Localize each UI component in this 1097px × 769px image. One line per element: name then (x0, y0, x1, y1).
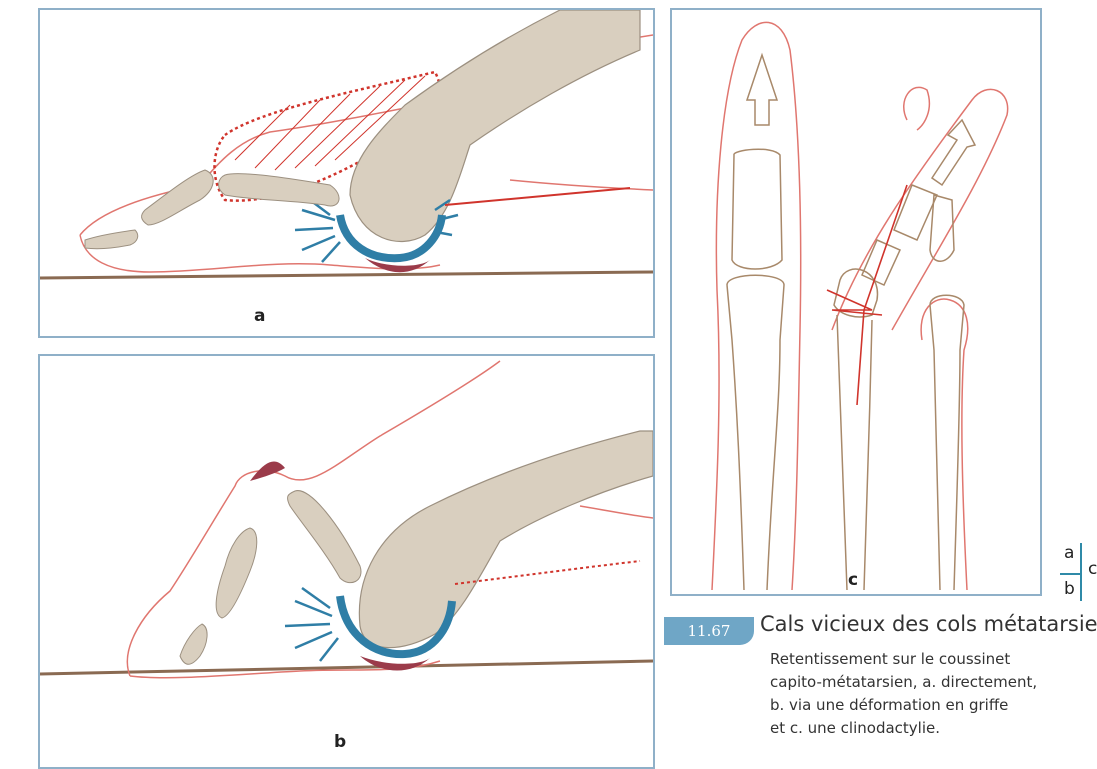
ground-line (40, 272, 653, 278)
key-divider-horizontal (1060, 573, 1080, 575)
pressure-rays-left (295, 200, 340, 262)
caption-line: capito-métatarsien, a. directement, (770, 671, 1097, 694)
illustration-panel-b: b (38, 354, 655, 769)
phalanx-outline-left (732, 149, 782, 269)
toe-outline-deviated (832, 87, 1008, 330)
panel-label-a: a (254, 306, 265, 326)
caption-line: et c. une clinodactylie. (770, 717, 1097, 740)
illustration-panel-a: a (38, 8, 655, 338)
illustration-panel-c: c (670, 8, 1042, 596)
panel-layout-key: a b c (1060, 543, 1097, 603)
key-label-a: a (1064, 543, 1074, 563)
arrow-diagonal-icon (932, 120, 975, 185)
metatarsal-bone (359, 431, 653, 648)
caption-line: Retentissement sur le coussinet (770, 648, 1097, 671)
caption-line: b. via une déformation en griffe (770, 694, 1097, 717)
key-label-c: c (1088, 559, 1097, 579)
distal-phalanx (85, 230, 138, 249)
metatarsal-shaft-deviated (837, 315, 872, 590)
metatarsal-bone (350, 10, 640, 242)
middle-phalanx (142, 170, 214, 225)
key-divider-vertical (1080, 543, 1082, 601)
phalanx-outline-deviated (894, 185, 937, 240)
metatarsal-outline-right (930, 295, 964, 590)
tendon-line (445, 188, 630, 205)
clinodactyly-illustration-c (672, 10, 1040, 594)
toe-outline-left (712, 22, 801, 590)
metatarsal-outline-left (727, 275, 784, 590)
key-label-b: b (1064, 579, 1075, 599)
proximal-phalanx (288, 491, 361, 583)
pressure-rays-left (285, 588, 338, 661)
middle-phalanx (216, 528, 257, 618)
arrow-up-icon (747, 55, 777, 125)
figure-number-badge: 11.67 (664, 617, 754, 645)
caption-title: Cals vicieux des cols métatarsiens. (760, 612, 1097, 636)
caption-body: Retentissement sur le coussinet capito-m… (770, 648, 1097, 740)
claw-toe-illustration-b (40, 356, 653, 767)
panel-label-b: b (334, 732, 346, 752)
claw-toe-illustration-a (40, 10, 653, 336)
distal-phalanx (180, 624, 207, 664)
panel-label-c: c (848, 570, 858, 590)
ground-line (40, 661, 653, 674)
